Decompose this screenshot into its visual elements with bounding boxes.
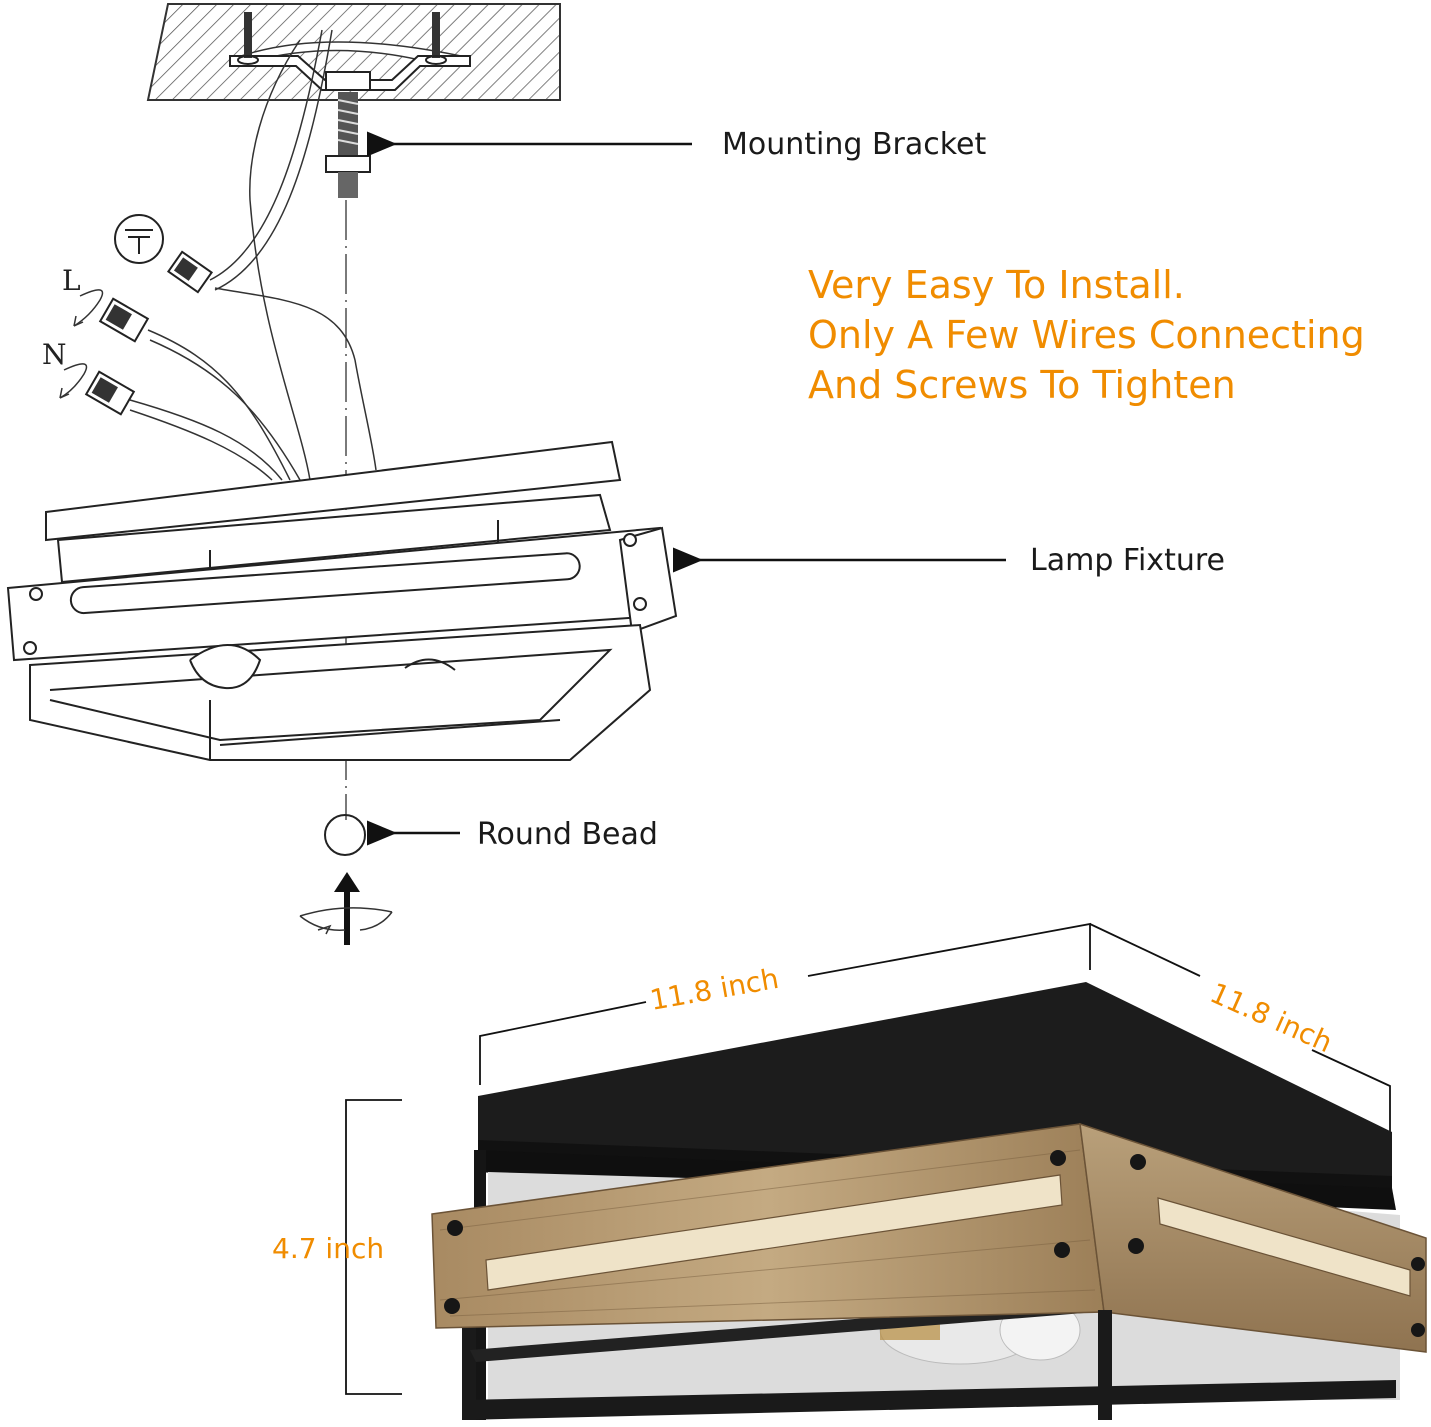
wire-label-neutral: N	[42, 338, 67, 371]
label-mounting-bracket: Mounting Bracket	[722, 127, 987, 162]
twist-arrow-icon	[59, 289, 104, 399]
product-photo	[431, 982, 1427, 1420]
label-round-bead: Round Bead	[477, 817, 658, 852]
mounting-bracket-drawing	[229, 12, 471, 198]
dimension-lines	[345, 922, 1391, 1395]
wire-label-live: L	[62, 264, 81, 297]
headline-line-1: Very Easy To Install.	[808, 263, 1185, 307]
wires	[129, 29, 377, 481]
ground-icon	[114, 214, 164, 264]
dimension-height: 4.7 inch	[272, 1232, 384, 1265]
callout-arrows	[367, 131, 1006, 846]
headline-line-3: And Screws To Tighten	[808, 363, 1236, 407]
headline-line-2: Only A Few Wires Connecting	[808, 313, 1365, 357]
wire-connector-ground	[166, 250, 214, 294]
label-lamp-fixture: Lamp Fixture	[1030, 543, 1225, 578]
dimension-depth: 11.8 inch	[1205, 976, 1337, 1059]
fixture-screws	[23, 533, 647, 655]
wire-connector-live	[98, 297, 150, 343]
rotate-arrow-icon	[299, 872, 393, 945]
lamp-fixture-drawing	[6, 440, 678, 761]
wire-connector-neutral	[84, 370, 136, 416]
dimension-width: 11.8 inch	[647, 962, 781, 1017]
round-bead	[324, 814, 366, 856]
